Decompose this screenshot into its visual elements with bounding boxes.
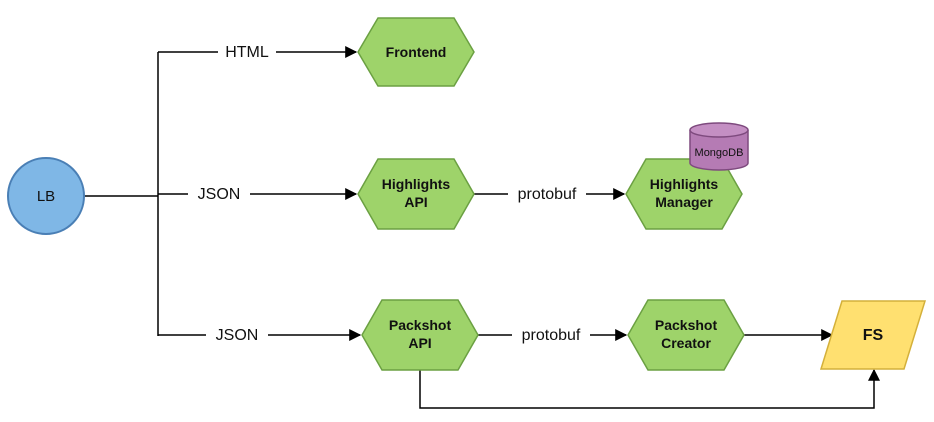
- packshot-creator-label-line2: Creator: [661, 335, 711, 351]
- mongodb-node[interactable]: MongoDB: [689, 122, 749, 171]
- highlights-api-label-line2: API: [404, 194, 427, 210]
- highlights-manager-hexagon: [625, 158, 743, 230]
- packshot-api-label-line1: Packshot: [389, 317, 452, 333]
- fs-node[interactable]: FS: [819, 300, 927, 370]
- lb-node[interactable]: LB: [7, 157, 85, 235]
- frontend-node[interactable]: Frontend: [357, 17, 475, 87]
- fs-parallelogram: [819, 300, 927, 370]
- lb-label: LB: [37, 188, 55, 205]
- edge-label-protobuf-packshot: protobuf: [522, 327, 581, 344]
- packshot-creator-node[interactable]: Packshot Creator: [627, 299, 745, 371]
- frontend-label: Frontend: [386, 44, 447, 60]
- mongodb-label: MongoDB: [695, 147, 744, 159]
- edge-label-json-packshot: JSON: [216, 327, 259, 344]
- arrow-packshot-api-to-fs: [419, 368, 880, 409]
- edge-label-protobuf-highlights: protobuf: [518, 186, 577, 203]
- highlights-manager-label-line1: Highlights: [650, 176, 719, 192]
- edge-label-html: HTML: [225, 44, 269, 61]
- packshot-api-node[interactable]: Packshot API: [361, 299, 479, 371]
- packshot-creator-label-line1: Packshot: [655, 317, 718, 333]
- lb-circle: [7, 157, 85, 235]
- frontend-hexagon: [357, 17, 475, 87]
- edge-label-json-highlights: JSON: [198, 186, 241, 203]
- highlights-manager-label-line2: Manager: [655, 194, 713, 210]
- highlights-manager-node[interactable]: Highlights Manager: [625, 158, 743, 230]
- packshot-creator-hexagon: [627, 299, 745, 371]
- highlights-api-hexagon: [357, 158, 475, 230]
- packshot-api-label-line2: API: [408, 335, 431, 351]
- mongodb-cylinder-top: [689, 122, 749, 138]
- mongodb-cylinder-body: [689, 130, 749, 171]
- highlights-api-label-line1: Highlights: [382, 176, 451, 192]
- fs-label: FS: [863, 327, 884, 344]
- packshot-api-hexagon: [361, 299, 479, 371]
- highlights-api-node[interactable]: Highlights API: [357, 158, 475, 230]
